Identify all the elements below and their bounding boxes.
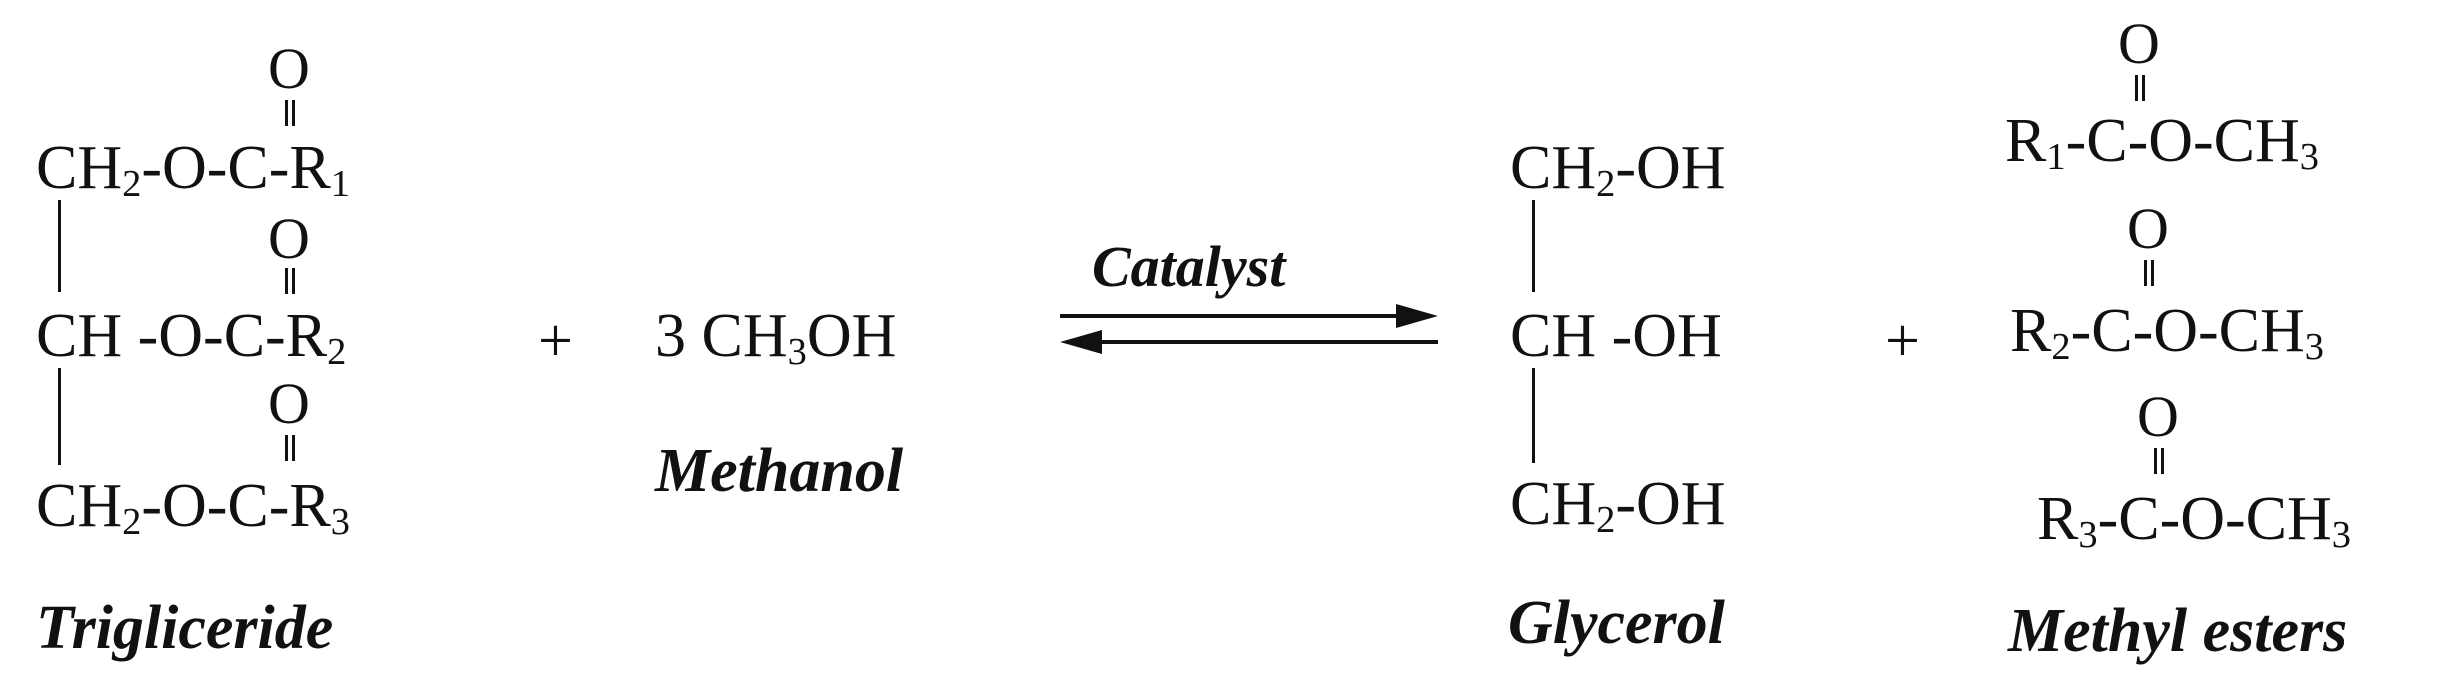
ester-oxygen-2: O <box>2127 196 2169 261</box>
carbonyl-oxygen-2: O <box>268 206 310 271</box>
methyl-ester-row-3: R3-C-O-CH3 <box>2037 485 2351 557</box>
methanol-label: Methanol <box>655 437 904 505</box>
methyl-ester-row-1: R1-C-O-CH3 <box>2005 107 2319 179</box>
glycerol-bond-1 <box>1532 200 1535 292</box>
carbon-bond-1 <box>58 200 61 292</box>
double-bond-3 <box>285 435 295 461</box>
ester-oxygen-1: O <box>2118 11 2160 76</box>
methyl-ester-row-2: R2-C-O-CH3 <box>2010 297 2324 369</box>
glycerol-bond-2 <box>1532 368 1535 463</box>
triglyceride-label: Trigliceride <box>36 594 334 662</box>
triglyceride-row-3: CH2-O-C-R3 <box>36 472 350 544</box>
double-bond-2 <box>285 268 295 294</box>
plus-sign-2: + <box>1885 307 1920 375</box>
glycerol-row-3: CH2-OH <box>1510 470 1726 542</box>
triglyceride-row-2: CH -O-C-R2 <box>36 302 347 374</box>
glycerol-label: Glycerol <box>1508 589 1725 657</box>
double-bond-1 <box>285 100 295 126</box>
ester-oxygen-3: O <box>2137 384 2179 449</box>
triglyceride-row-1: CH2-O-C-R1 <box>36 134 350 206</box>
ester-double-bond-2 <box>2144 260 2154 286</box>
carbon-bond-2 <box>58 368 61 465</box>
ester-double-bond-1 <box>2135 75 2145 101</box>
catalyst-label: Catalyst <box>1092 234 1286 299</box>
methanol-formula: 3 CH3OH <box>655 302 897 374</box>
glycerol-row-1: CH2-OH <box>1510 134 1726 206</box>
ester-double-bond-3 <box>2154 448 2164 474</box>
plus-sign-1: + <box>538 307 573 375</box>
glycerol-row-2: CH -OH <box>1510 302 1722 370</box>
carbonyl-oxygen-1: O <box>268 36 310 101</box>
methyl-esters-label: Methyl esters <box>2008 597 2348 665</box>
carbonyl-oxygen-3: O <box>268 371 310 436</box>
